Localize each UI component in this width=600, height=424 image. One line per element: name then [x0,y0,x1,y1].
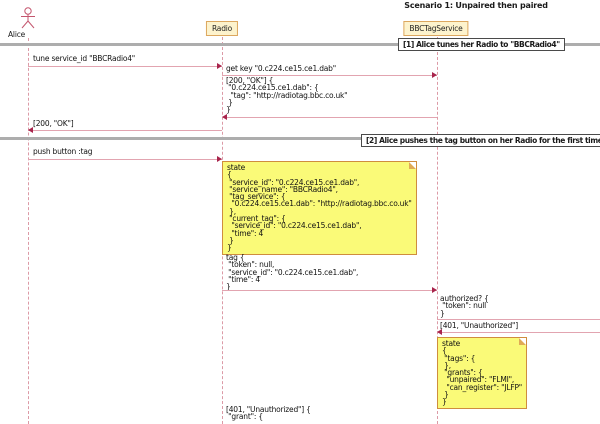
actor-alice-label: Alice [8,30,26,39]
divider-label-2: [2] Alice pushes the tag button on her R… [361,134,600,147]
participant-bbctagservice: BBCTagService [403,21,469,36]
lifeline-bbctagservice [437,37,438,424]
note-radio-state-text: state { "service_id": "0.c224.ce15.ce1.d… [227,163,412,253]
message-push-button-label: push button :tag [33,147,93,156]
message-tag-request-line [222,290,437,291]
note-tagservice-state-text: state { "tags": { }, "grants": { "unpair… [442,339,523,407]
message-unauthorized-label: [401, "Unauthorized"] [440,321,518,330]
diagram-title: Scenario 1: Unpaired then paired [404,1,548,10]
divider-band-2 [0,137,600,140]
note-tagservice-state: state { "tags": { }, "grants": { "unpair… [437,337,528,409]
lifeline-alice [28,38,29,424]
note-fold-icon [408,162,416,169]
divider-label-1: [1] Alice tunes her Radio to "BBCRadio4" [398,38,565,51]
message-get-key-label: get key "0.c224.ce15.ce1.dab" [226,64,336,73]
actor-leg-right [27,20,35,29]
message-get-key-line [222,75,437,76]
participant-radio: Radio [205,21,239,36]
message-authorized-check-line [437,319,600,320]
message-unauthorized-line [437,332,600,333]
arrowhead-right-icon [217,63,222,69]
arrowhead-right-icon [432,287,437,293]
divider-band-1 [0,43,600,46]
message-authorized-check-label: authorized? { "token": null } [440,294,489,318]
arrowhead-right-icon [217,156,222,162]
actor-head [24,7,32,15]
arrowhead-left-icon [437,329,442,335]
message-tune-label: tune service_id "BBCRadio4" [33,54,136,63]
actor-alice-icon [21,7,35,29]
arrowhead-left-icon [222,114,227,120]
message-ok-line [28,130,222,131]
actor-leg-left [21,20,29,29]
message-get-key-response-label: [200, "OK"] { "0.c224.ce15.ce1.dab": { "… [226,76,348,115]
arrowhead-left-icon [28,127,33,133]
message-tag-request-label: tag { "token": null, "service_id": "0.c2… [226,253,359,292]
note-radio-state: state { "service_id": "0.c224.ce15.ce1.d… [222,161,417,255]
note-fold-icon [519,338,527,345]
message-push-button-line [28,159,222,160]
message-get-key-response-line [222,117,437,118]
message-ok-label: [200, "OK"] [33,119,74,128]
arrowhead-right-icon [432,72,437,78]
message-tune-line [28,66,222,67]
message-unauthorized-grant-label: [401, "Unauthorized"] { "grant": { [226,405,311,422]
